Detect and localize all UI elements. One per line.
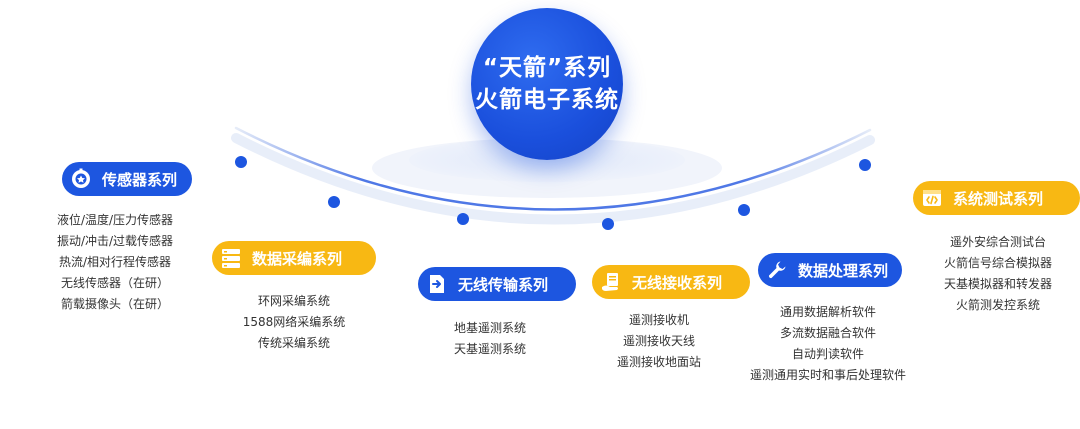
list-item: 通用数据解析软件 xyxy=(779,305,876,319)
list-item: 天基遥测系统 xyxy=(453,342,526,356)
list-item: 多流数据融合软件 xyxy=(779,326,876,340)
category-sensor-pill[interactable]: 传感器系列 xyxy=(62,162,192,196)
list-item: 天基模拟器和转发器 xyxy=(943,277,1052,291)
list-item: 遥测接收机 xyxy=(628,313,689,327)
list-item: 箭载摄像头（在研） xyxy=(60,297,169,311)
category-testing-title: 系统测试系列 xyxy=(953,189,1044,208)
category-sensor-items: 液位/温度/压力传感器 振动/冲击/过载传感器 热流/相对行程传感器 无线传感器… xyxy=(40,210,190,315)
arc-node xyxy=(457,213,469,225)
list-item: 自动判读软件 xyxy=(791,347,864,361)
hub-title-line2: 火箭电子系统 xyxy=(475,87,619,113)
list-item: 火箭信号综合模拟器 xyxy=(943,256,1052,270)
platform-inner-disc xyxy=(409,138,685,182)
arc-node xyxy=(859,159,871,171)
server-icon xyxy=(220,247,242,269)
category-acquisition-items: 环网采编系统 1588网络采编系统 传统采编系统 xyxy=(219,291,369,354)
list-item: 振动/冲击/过载传感器 xyxy=(56,234,174,248)
category-transmission-pill[interactable]: 无线传输系列 xyxy=(418,267,576,301)
category-reception-items: 遥测接收机 遥测接收天线 遥测接收地面站 xyxy=(599,310,719,373)
arc-node xyxy=(328,196,340,208)
arc-node xyxy=(738,204,750,216)
list-item: 遥测接收地面站 xyxy=(616,355,701,369)
category-testing-pill[interactable]: 系统测试系列 xyxy=(913,181,1080,215)
category-processing-pill[interactable]: 数据处理系列 xyxy=(758,253,902,287)
list-item: 传统采编系统 xyxy=(257,336,330,350)
category-acquisition-title: 数据采编系列 xyxy=(252,249,343,268)
list-item: 地基遥测系统 xyxy=(453,321,526,335)
category-transmission-items: 地基遥测系统 天基遥测系统 xyxy=(425,318,555,360)
hub-title-line1: “天箭”系列 xyxy=(482,55,612,81)
category-reception-title: 无线接收系列 xyxy=(632,273,723,292)
category-sensor-title: 传感器系列 xyxy=(102,170,178,189)
category-transmission-title: 无线传输系列 xyxy=(458,275,549,294)
list-item: 环网采编系统 xyxy=(257,294,330,308)
list-item: 1588网络采编系统 xyxy=(242,315,346,329)
arc-shadow xyxy=(231,133,875,225)
list-item: 火箭测发控系统 xyxy=(955,298,1040,312)
gear-badge-icon xyxy=(70,168,92,190)
list-item: 遥测通用实时和事后处理软件 xyxy=(749,368,906,382)
file-arrow-icon xyxy=(426,273,448,295)
category-acquisition-pill[interactable]: 数据采编系列 xyxy=(212,241,376,275)
arc-node xyxy=(602,218,614,230)
list-item: 热流/相对行程传感器 xyxy=(58,255,172,269)
list-item: 遥测接收天线 xyxy=(622,334,695,348)
category-processing-items: 通用数据解析软件 多流数据融合软件 自动判读软件 遥测通用实时和事后处理软件 xyxy=(743,302,913,386)
code-window-icon xyxy=(921,187,943,209)
list-item: 无线传感器（在研） xyxy=(60,276,169,290)
arc-line xyxy=(234,126,872,211)
category-reception-pill[interactable]: 无线接收系列 xyxy=(592,265,750,299)
arc-node xyxy=(235,156,247,168)
category-testing-items: 遥外安综合测试台 火箭信号综合模拟器 天基模拟器和转发器 火箭测发控系统 xyxy=(923,232,1073,316)
category-processing-title: 数据处理系列 xyxy=(798,261,889,280)
wrench-icon xyxy=(766,259,788,281)
receiver-icon xyxy=(600,271,622,293)
list-item: 液位/温度/压力传感器 xyxy=(56,213,174,227)
list-item: 遥外安综合测试台 xyxy=(949,235,1046,249)
center-hub: “天箭”系列 火箭电子系统 xyxy=(471,8,623,160)
